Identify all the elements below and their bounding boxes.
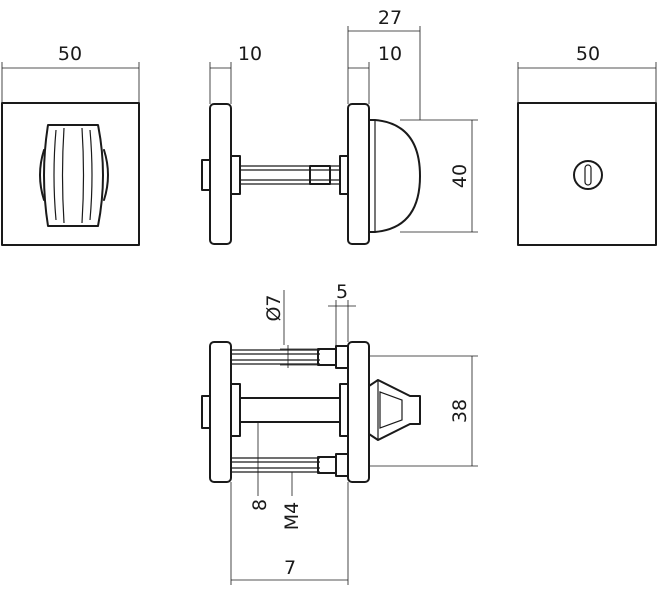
- side-rose-left: [209, 103, 232, 245]
- assembly-bushing-left: [230, 383, 241, 437]
- side-view-turn: 10 27 10 40: [201, 7, 478, 245]
- dim-knob-rose: 10: [378, 43, 402, 65]
- dim-thread: M4: [281, 502, 303, 530]
- dim-body-height: 38: [449, 399, 471, 423]
- dim-side-rose: 10: [238, 43, 262, 65]
- indicator-slot: [584, 164, 592, 186]
- dim-spindle: 8: [249, 499, 271, 511]
- assembly-rose-right: [347, 341, 370, 483]
- top-screw: [231, 345, 349, 369]
- knob-left-fin: [39, 149, 45, 201]
- knob-body: [43, 124, 104, 227]
- dome-knob: [368, 119, 421, 233]
- bottom-screw: [231, 453, 349, 477]
- back-rose-plate: [517, 102, 657, 246]
- side-knob-stub: [201, 159, 211, 191]
- dim-knob-depth: 27: [378, 7, 402, 29]
- front-view: 50: [1, 43, 140, 246]
- side-bushing-right: [339, 155, 349, 195]
- assembly-view: Ø7 5 38 8 M4 7: [201, 281, 478, 585]
- side-screw-sleeve: [309, 165, 331, 185]
- dim-pin-length: 5: [336, 281, 348, 303]
- spindle: [239, 397, 341, 423]
- dim-knob-diameter: 40: [449, 164, 471, 188]
- front-rose-plate: [1, 102, 140, 246]
- dim-base-width: 7: [284, 557, 296, 579]
- dim-pin-diameter: Ø7: [263, 294, 285, 321]
- dim-front-width: 50: [58, 43, 82, 65]
- assembly-bushing-right: [339, 383, 349, 437]
- side-rose-right: [347, 103, 370, 245]
- tapered-indicator: [368, 379, 421, 441]
- back-view: 50: [517, 43, 657, 246]
- emergency-release-indicator: [573, 160, 603, 190]
- dim-back-width: 50: [576, 43, 600, 65]
- turn-knob: [39, 124, 109, 227]
- assembly-rose-left: [209, 341, 232, 483]
- knob-right-fin: [103, 149, 109, 201]
- assembly-knob-stub: [201, 395, 211, 429]
- side-bushing-left: [230, 155, 241, 195]
